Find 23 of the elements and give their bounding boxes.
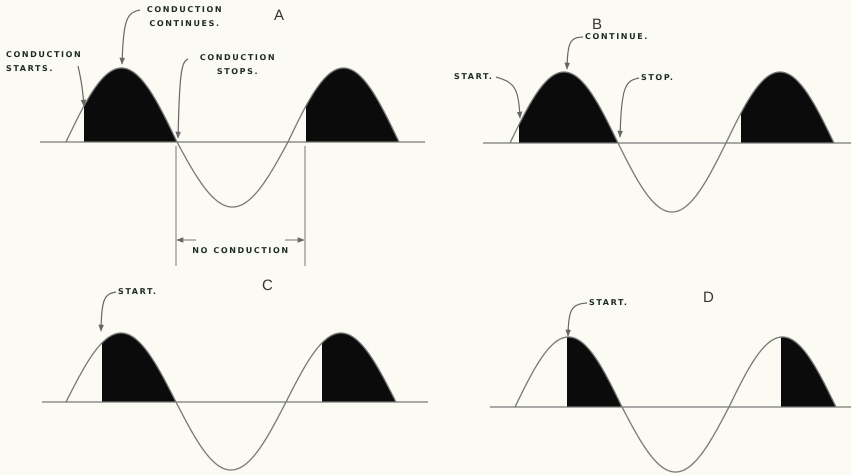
annotation-label: CONDUCTION STARTS.	[6, 48, 78, 76]
leader-line	[496, 76, 522, 119]
annotation-label: START.	[118, 285, 162, 299]
leader-line	[617, 77, 640, 138]
leader-line	[564, 36, 584, 70]
waveform-drawing	[42, 332, 428, 471]
panel-letter: A	[274, 9, 286, 23]
annotation-label: STOP.	[641, 71, 681, 85]
annotation-label: CONDUCTION STOPS.	[190, 51, 286, 79]
annotation-label: CONTINUE.	[585, 30, 645, 44]
annotation-label: START.	[589, 296, 633, 310]
leader-line	[98, 291, 116, 332]
leader-line	[565, 302, 588, 337]
dimension-label: NO CONDUCTION	[191, 245, 291, 257]
leader-line	[175, 58, 188, 139]
leader-line	[77, 66, 86, 107]
leader-line	[119, 9, 140, 65]
annotation-label: CONDUCTION CONTINUES.	[142, 3, 228, 31]
panel-letter: B	[592, 18, 604, 32]
panel-letter: C	[262, 279, 274, 293]
waveform-drawing	[490, 336, 851, 473]
panel-letter: D	[703, 291, 715, 305]
annotation-label: START.	[454, 70, 494, 84]
